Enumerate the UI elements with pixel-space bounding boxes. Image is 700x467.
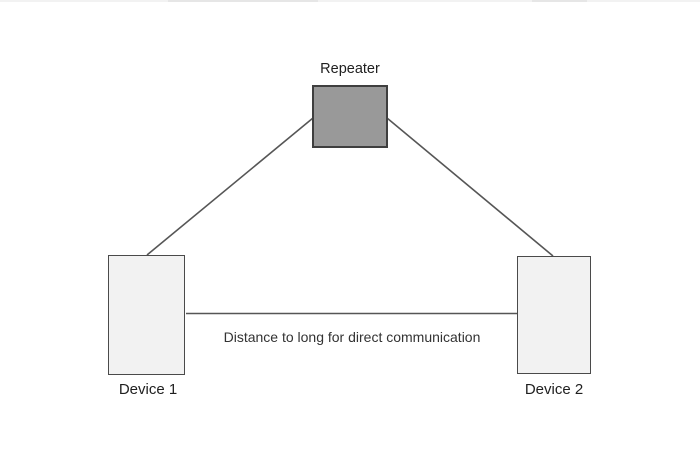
- repeater-node: [312, 85, 388, 148]
- device1-node-label: Device 1: [118, 381, 178, 398]
- device2-node-label: Device 2: [524, 381, 584, 398]
- edge-device1-repeater: [146, 117, 314, 256]
- device2-node: [517, 256, 591, 374]
- edge-repeater-device2: [386, 117, 554, 257]
- device1-node: [108, 255, 185, 375]
- top-edge-artifact-segment: [532, 0, 587, 2]
- top-edge-artifact-segment: [168, 0, 318, 2]
- repeater-node-label: Repeater: [320, 61, 380, 77]
- direct-link-annotation: Distance to long for direct communicatio…: [223, 329, 481, 345]
- top-edge-artifact: [0, 0, 700, 2]
